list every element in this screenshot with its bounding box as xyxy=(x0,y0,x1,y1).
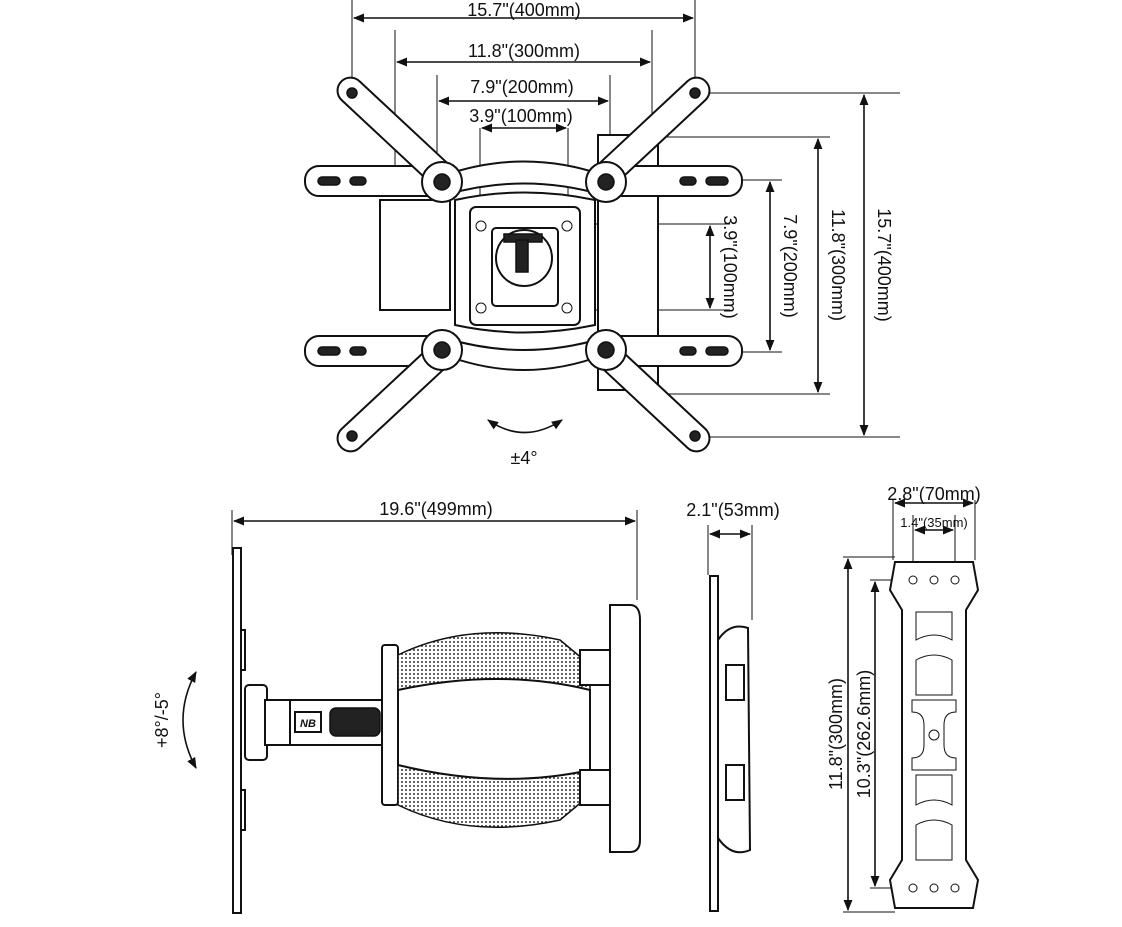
tilt-head xyxy=(244,684,268,761)
height-400-label: 15.7"(400mm) xyxy=(874,208,894,321)
pivot-hubs xyxy=(421,161,627,371)
width-100-label: 3.9"(100mm) xyxy=(469,106,572,126)
wall-plate-holes xyxy=(908,575,960,893)
front-view: 15.7"(400mm) 11.8"(300mm) 7.9"(200mm) 3.… xyxy=(304,0,900,468)
wall-plate xyxy=(888,561,980,909)
arm-body xyxy=(397,678,591,780)
swivel-label: ±4° xyxy=(510,448,537,468)
horizontal-rails xyxy=(304,165,743,367)
elbow-column xyxy=(381,644,399,806)
extension-label: 19.6"(499mm) xyxy=(379,499,492,519)
diagonal-arms xyxy=(336,76,711,453)
tilt-label: +8°/-5° xyxy=(152,692,172,748)
swivel-arrow xyxy=(487,419,563,434)
width-200-label: 7.9"(200mm) xyxy=(470,77,573,97)
wall-plate-side xyxy=(609,604,641,853)
profile-rail xyxy=(709,575,719,912)
wall-plate-ribs xyxy=(911,611,957,861)
rear-arm-left xyxy=(379,199,451,311)
logo-badge xyxy=(294,711,322,733)
profile-body xyxy=(717,625,752,854)
wall-plate-view: 2.8"(70mm) 1.4"(35mm) 11.8"(300mm) 10.3"… xyxy=(826,484,981,913)
arm-cover xyxy=(329,707,381,737)
height-100-label: 3.9"(100mm) xyxy=(720,215,740,318)
tilt-arrow xyxy=(182,671,197,769)
side-view: 19.6"(499mm) NB +8°/-5° xyxy=(152,499,641,914)
plate-width-label: 2.8"(70mm) xyxy=(887,484,980,504)
center-mounting-holes xyxy=(475,220,573,314)
hole-spacing-x-label: 1.4"(35mm) xyxy=(900,515,967,530)
profile-view: 2.1"(53mm) xyxy=(686,500,780,912)
tv-rail xyxy=(232,547,242,914)
top-arc-plate xyxy=(444,160,604,197)
height-300-label: 11.8"(300mm) xyxy=(828,209,848,321)
logo-text: NB xyxy=(300,718,316,730)
width-300-label: 11.8"(300mm) xyxy=(468,41,580,61)
width-400-label: 15.7"(400mm) xyxy=(467,0,580,20)
hole-spacing-y-label: 10.3"(262.6mm) xyxy=(854,670,874,798)
plate-height-label: 11.8"(300mm) xyxy=(826,678,846,790)
lock-stem xyxy=(515,239,529,273)
depth-label: 2.1"(53mm) xyxy=(686,500,779,520)
bottom-arc-plate xyxy=(444,336,604,371)
height-200-label: 7.9"(200mm) xyxy=(780,214,800,317)
